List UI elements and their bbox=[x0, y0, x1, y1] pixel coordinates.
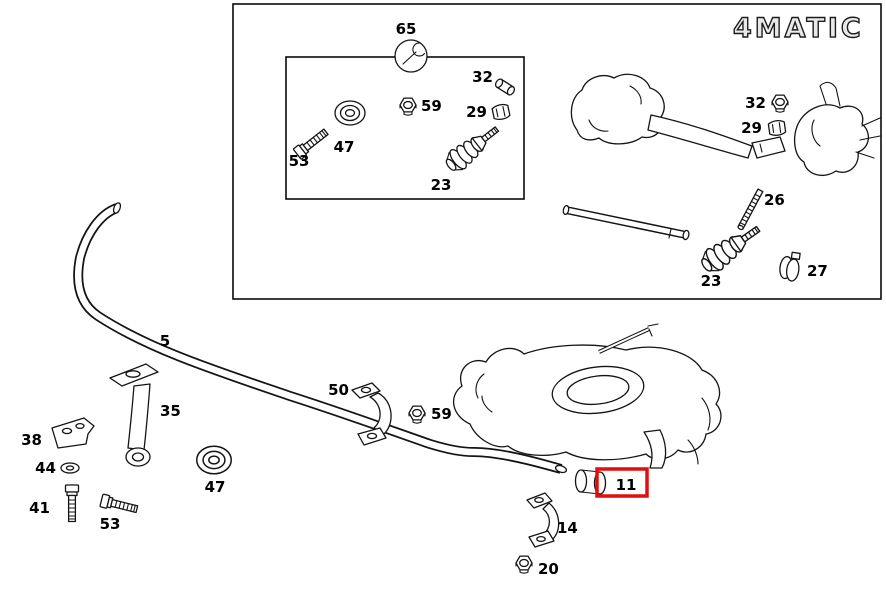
part-32-kit-clamp[interactable] bbox=[493, 77, 517, 97]
callout-26-axle[interactable]: 26 bbox=[764, 191, 785, 209]
callout-32-axle[interactable]: 32 bbox=[745, 94, 766, 112]
callout-23-axle[interactable]: 23 bbox=[701, 272, 722, 290]
wrench-badge[interactable] bbox=[394, 39, 428, 73]
wrench-icon bbox=[402, 42, 426, 65]
rear-axle-bottom-drawing bbox=[452, 323, 722, 469]
rear-axle-top-drawing bbox=[570, 73, 881, 176]
callout-53-bottom[interactable]: 53 bbox=[100, 515, 121, 533]
callout-27-axle[interactable]: 27 bbox=[807, 262, 828, 280]
bushing-11-drawing[interactable] bbox=[574, 469, 607, 495]
axle-rod-drawing bbox=[562, 205, 690, 241]
callout-47-bottom[interactable]: 47 bbox=[205, 478, 226, 496]
part-27-axle-band[interactable] bbox=[777, 250, 802, 283]
part-26-axle-stud[interactable] bbox=[737, 188, 764, 231]
logo-4matic: 4MATIC bbox=[733, 13, 864, 44]
callout-44[interactable]: 44 bbox=[35, 459, 56, 477]
callout-53-kit[interactable]: 53 bbox=[289, 152, 310, 170]
callout-29-kit[interactable]: 29 bbox=[466, 103, 487, 121]
part-47-kit-grommet[interactable] bbox=[334, 100, 366, 126]
callout-14[interactable]: 14 bbox=[557, 519, 578, 537]
callout-20[interactable]: 20 bbox=[538, 560, 559, 578]
nut-59-bottom-drawing[interactable] bbox=[408, 405, 426, 424]
callout-38[interactable]: 38 bbox=[21, 431, 42, 449]
callout-50[interactable]: 50 bbox=[328, 381, 349, 399]
callout-65[interactable]: 65 bbox=[396, 20, 417, 38]
bracket-35-drawing[interactable] bbox=[109, 363, 159, 467]
callout-29-axle[interactable]: 29 bbox=[741, 119, 762, 137]
clamp-50-drawing[interactable] bbox=[351, 382, 392, 446]
nut-20-drawing[interactable] bbox=[515, 555, 533, 574]
callout-59-kit[interactable]: 59 bbox=[421, 97, 442, 115]
part-23-kit-boot[interactable] bbox=[440, 119, 505, 177]
part-29-kit-clip[interactable] bbox=[491, 102, 511, 122]
callout-59-bottom[interactable]: 59 bbox=[431, 405, 452, 423]
grommet-47-bottom-drawing[interactable] bbox=[196, 445, 232, 475]
bolt-41-drawing[interactable] bbox=[64, 484, 80, 523]
part-59-kit-nut[interactable] bbox=[399, 97, 417, 116]
callout-11-selected[interactable]: 11 bbox=[616, 476, 637, 494]
part-32-axle-clamp[interactable] bbox=[771, 94, 789, 113]
callout-5[interactable]: 5 bbox=[160, 332, 170, 350]
callout-47-kit[interactable]: 47 bbox=[334, 138, 355, 156]
part-23-axle-boot[interactable] bbox=[696, 218, 766, 278]
part-29-axle-clip[interactable] bbox=[767, 119, 787, 137]
plate-38-drawing[interactable] bbox=[51, 417, 95, 449]
callout-41[interactable]: 41 bbox=[29, 499, 50, 517]
bolt-53-bottom-drawing[interactable] bbox=[99, 493, 140, 517]
callout-35[interactable]: 35 bbox=[160, 402, 181, 420]
callout-labels: 65 53 47 59 32 29 23 32 29 26 23 27 5 50… bbox=[21, 20, 828, 578]
stabilizer-bar-drawing[interactable] bbox=[73, 202, 568, 474]
washer-44-drawing[interactable] bbox=[60, 462, 80, 474]
callout-32-kit[interactable]: 32 bbox=[472, 68, 493, 86]
selected-part-highlight-box bbox=[595, 467, 649, 498]
main-inset-frame bbox=[232, 3, 882, 300]
strap-14-drawing[interactable] bbox=[526, 492, 560, 548]
callout-23-kit[interactable]: 23 bbox=[431, 176, 452, 194]
